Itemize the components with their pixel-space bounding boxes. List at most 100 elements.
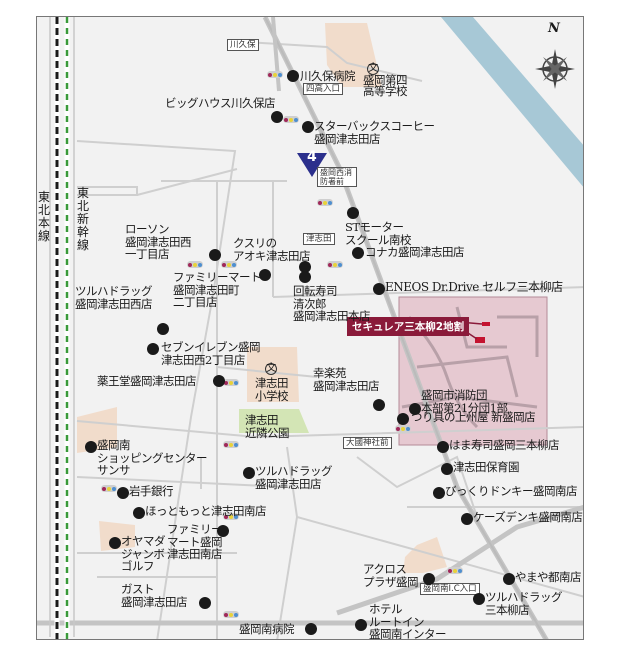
poi-dot [473, 593, 485, 605]
poi-across-plaza: アクロス プラザ盛岡 [363, 562, 419, 589]
signal-icon [187, 261, 203, 268]
poi-kawakubo-hospital: 川久保病院 [300, 69, 356, 83]
poi-dot [147, 343, 159, 355]
poi-tsushida-elementary: 津志田 小学校 [255, 376, 289, 403]
signal-icon [221, 261, 237, 268]
poi-konaka: コナカ盛岡津志田店 [365, 245, 465, 259]
poi-dot [287, 70, 299, 82]
signal-icon [447, 567, 463, 574]
poi-dot [352, 247, 364, 259]
poi-hotto-motto: ほっともっと津志田南店 [145, 504, 267, 518]
poi-seven-eleven: セブンイレブン盛岡 津志田西2丁目店 [161, 340, 261, 367]
poi-dot [259, 269, 271, 281]
signal-icon [223, 611, 239, 618]
poi-hotel-route-inn: ホテル ルートイン 盛岡南インター [369, 602, 447, 640]
property-marker [475, 337, 485, 343]
poi-tsuruha-sanbongi: ツルハドラッグ 三本柳店 [485, 590, 563, 617]
area-across-plaza [403, 537, 447, 573]
signal-icon [223, 441, 239, 448]
poi-morioka-4th-high-school: 盛岡第四 高等学校 [363, 73, 408, 98]
poi-tsushida-park: 津志田 近隣公園 [245, 413, 290, 440]
poi-familymart-tsushida-minami: ファミリー マート盛岡 津志田南店 [167, 522, 223, 561]
poi-dot [157, 323, 169, 335]
poi-dot [271, 111, 283, 123]
poi-tsuruha-tsushida-nishi: ツルハドラッグ 盛岡津志田西店 [75, 284, 153, 311]
property-label: セキュレア三本柳2地割 [347, 317, 470, 336]
poi-seijiro-sushi: 回転寿司 清次郎 盛岡津志田本店 [293, 284, 371, 323]
poi-dot [461, 513, 473, 525]
poi-dot [109, 537, 121, 549]
poi-dot [503, 573, 515, 585]
poi-dot [355, 619, 367, 631]
poi-hamazushi: はま寿司盛岡三本柳店 [449, 438, 560, 452]
area-tsushida-park [239, 409, 309, 433]
compass-north-label: N [548, 21, 560, 36]
poi-big-house: ビッグハウス川久保店 [165, 96, 276, 110]
area-map: N 4 東北本線 東北新幹線 川久保 四高入口 盛岡西消防署前 津志田 大國神社… [36, 16, 584, 640]
railways [49, 17, 75, 639]
intersection-shiko-iriguchi: 四高入口 [303, 83, 344, 95]
poi-dot [199, 597, 211, 609]
poi-dot [213, 375, 225, 387]
intersection-fire-station: 盛岡西消防署前 [317, 167, 357, 187]
poi-kusuri-no-aoki: クスリの アオキ津志田店 [233, 236, 311, 263]
poi-dot [302, 121, 314, 133]
poi-gusto: ガスト 盛岡津志田店 [121, 582, 188, 609]
poi-tsuruha-tsushida: ツルハドラッグ 盛岡津志田店 [255, 464, 333, 491]
intersection-morioka-minami-ic: 盛岡南I.C入口 [420, 583, 480, 595]
railway-label-tohoku-main: 東北本線 [38, 190, 51, 243]
signal-icon [101, 485, 117, 492]
school-icon: 文 [265, 363, 277, 375]
compass-rose-icon [535, 49, 575, 89]
poi-iwate-bank: 岩手銀行 [129, 484, 174, 498]
river [441, 17, 583, 187]
poi-dot [423, 573, 435, 585]
poi-dot [217, 525, 229, 537]
intersection-okuni-shrine: 大國神社前 [343, 437, 392, 449]
poi-starbucks: スターバックスコーヒー 盛岡津志田店 [314, 119, 435, 146]
poi-st-motor-school: STモーター スクール南校 [345, 220, 412, 247]
poi-kourakuen: 幸楽苑 盛岡津志田店 [313, 366, 380, 393]
poi-yakuodo: 薬王堂盛岡津志田店 [97, 374, 197, 388]
signal-icon [395, 425, 411, 432]
poi-dot [85, 441, 97, 453]
area-oyamada-golf [99, 521, 135, 551]
poi-eneos: ENEOS Dr.Drive セルフ三本柳店 [385, 280, 563, 294]
poi-dot [305, 623, 317, 635]
signal-icon [327, 261, 343, 268]
poi-familymart-tsushida-2: ファミリーマート 盛岡津志田町 二丁目店 [173, 270, 262, 309]
poi-dot [397, 413, 409, 425]
poi-fire-brigade: 盛岡市消防団 本部第21分団1部 [421, 388, 508, 415]
signal-icon [223, 379, 239, 386]
poi-dot [409, 403, 421, 415]
route-4-shield [297, 153, 327, 177]
signal-icon [223, 513, 239, 520]
poi-dot [437, 441, 449, 453]
poi-dot [117, 487, 129, 499]
poi-morioka-minami-hospital: 盛岡南病院 [239, 622, 295, 636]
property-area [398, 296, 548, 446]
poi-dot [243, 467, 255, 479]
poi-dot [347, 207, 359, 219]
poi-dot [299, 271, 311, 283]
poi-yamaya: やまや都南店 [515, 570, 582, 584]
school-icon: 文 [367, 63, 379, 75]
poi-oyamada-golf: オヤマダ ジャンボ ゴルフ [121, 534, 166, 573]
poi-ks-denki: ケーズデンキ盛岡南店 [473, 510, 583, 524]
poi-joshuya: つり具の上州屋 新盛岡店 [411, 410, 536, 424]
map-base-layer [37, 17, 583, 639]
railway-label-tohoku-shinkansen: 東北新幹線 [77, 186, 90, 252]
poi-dot [373, 399, 385, 411]
poi-lawson: ローソン 盛岡津志田西 一丁目店 [125, 222, 192, 261]
intersection-tsushida: 津志田 [303, 233, 335, 245]
property-marker-small [482, 322, 490, 326]
poi-dot [133, 507, 145, 519]
signal-icon [317, 199, 333, 206]
poi-dot [373, 283, 385, 295]
signal-icon [267, 71, 283, 78]
poi-dot [209, 249, 221, 261]
poi-dot [299, 261, 311, 273]
poi-sunsa: 盛岡南 ショッピングセンター サンサ [97, 438, 208, 477]
poi-dot [441, 463, 453, 475]
route-shield-number: 4 [307, 149, 317, 165]
